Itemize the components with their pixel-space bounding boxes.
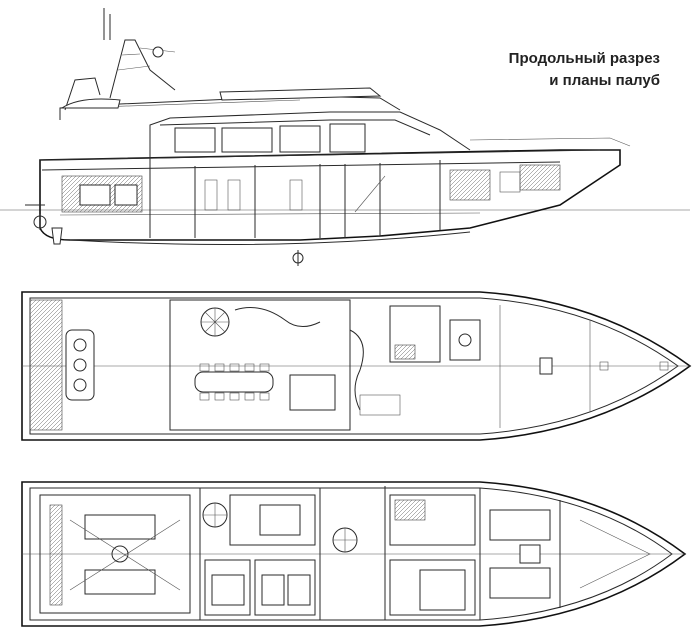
salon	[169, 299, 351, 431]
keel-line	[69, 231, 471, 245]
engine-room-plan	[39, 494, 191, 614]
anchor-windlass	[539, 357, 669, 375]
hardtop	[219, 87, 382, 101]
hull-profile	[39, 149, 621, 241]
crane	[64, 77, 101, 111]
cabin-doors	[204, 179, 303, 211]
flybridge	[59, 95, 401, 120]
diagram-caption: Продольный разрез и планы палуб	[509, 48, 660, 92]
upper-deck-plan	[21, 291, 692, 441]
caption-line-1: Продольный разрез	[508, 50, 660, 67]
helm-station	[389, 305, 481, 363]
engine-room	[61, 175, 143, 213]
bulkheads	[149, 160, 441, 238]
propeller	[33, 214, 47, 230]
sofa	[289, 374, 336, 411]
chain-locker	[579, 519, 651, 589]
lower-bulkheads	[199, 486, 561, 620]
main-deck-line	[39, 149, 601, 161]
crew-quarters	[489, 509, 551, 599]
spiral-stair	[200, 307, 321, 337]
guest-cabins	[204, 494, 316, 616]
tender	[60, 98, 121, 109]
aft-platform	[29, 299, 63, 431]
caption-line-2: и планы палуб	[549, 72, 660, 89]
vip-cabin	[389, 494, 476, 616]
centerline-mark	[292, 250, 304, 266]
lower-deck-plan	[21, 481, 687, 627]
aft-seating	[65, 329, 95, 401]
radar-mast	[109, 39, 176, 99]
longitudinal-section	[0, 8, 690, 266]
rudder	[51, 227, 63, 245]
stairs	[354, 175, 386, 213]
superstructure	[149, 111, 471, 160]
bow-rail	[469, 137, 631, 147]
windows	[174, 123, 366, 153]
dining-table	[194, 363, 274, 401]
lower-spiral-stair	[202, 502, 358, 553]
radar-dome	[152, 46, 164, 58]
